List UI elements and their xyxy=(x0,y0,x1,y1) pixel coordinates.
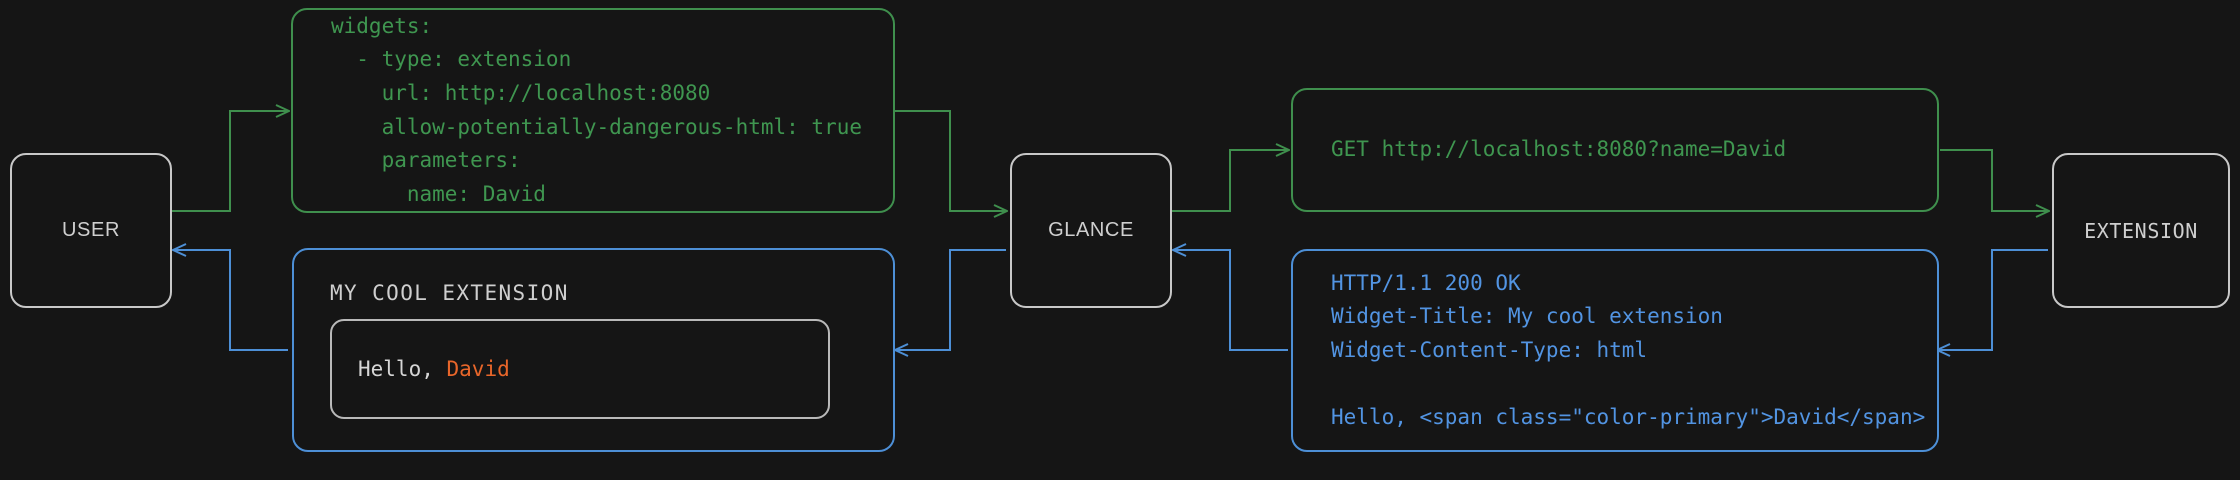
node-user[interactable]: USER xyxy=(10,153,172,308)
node-glance[interactable]: GLANCE xyxy=(1010,153,1172,308)
connector-response-to-glance xyxy=(1174,250,1288,351)
panel-widget-config[interactable]: widgets: - type: extension url: http://l… xyxy=(291,8,895,213)
rendered-widget-greeting: Hello, xyxy=(358,357,447,381)
node-extension-label: EXTENSION xyxy=(2084,218,2198,243)
panel-rendered-widget[interactable]: MY COOL EXTENSION Hello, David xyxy=(292,248,895,452)
connector-config-to-glance xyxy=(895,110,1006,211)
rendered-widget-name: David xyxy=(446,357,510,381)
http-request-code: GET http://localhost:8080?name=David xyxy=(1331,137,1787,162)
node-user-label: USER xyxy=(62,219,120,241)
rendered-widget-body: Hello, David xyxy=(358,357,510,381)
connector-user-to-config xyxy=(172,111,288,212)
connector-glance-to-rendered-widget xyxy=(896,249,1006,350)
panel-http-response[interactable]: HTTP/1.1 200 OK Widget-Title: My cool ex… xyxy=(1291,249,1939,452)
node-glance-label: GLANCE xyxy=(1048,219,1134,241)
connector-rendered-widget-to-user xyxy=(174,250,288,351)
rendered-widget-content: MY COOL EXTENSION Hello, David xyxy=(294,251,893,449)
node-extension[interactable]: EXTENSION xyxy=(2052,153,2230,308)
rendered-widget-title: MY COOL EXTENSION xyxy=(330,281,569,305)
connector-extension-to-response xyxy=(1938,249,2048,350)
widget-config-code: widgets: - type: extension url: http://l… xyxy=(331,13,863,206)
panel-http-request[interactable]: GET http://localhost:8080?name=David xyxy=(1291,88,1939,212)
connector-glance-to-request xyxy=(1172,150,1288,212)
http-response-code: HTTP/1.1 200 OK Widget-Title: My cool ex… xyxy=(1331,270,1926,429)
connector-request-to-extension xyxy=(1940,149,2048,211)
rendered-widget-card: Hello, David xyxy=(330,319,830,419)
